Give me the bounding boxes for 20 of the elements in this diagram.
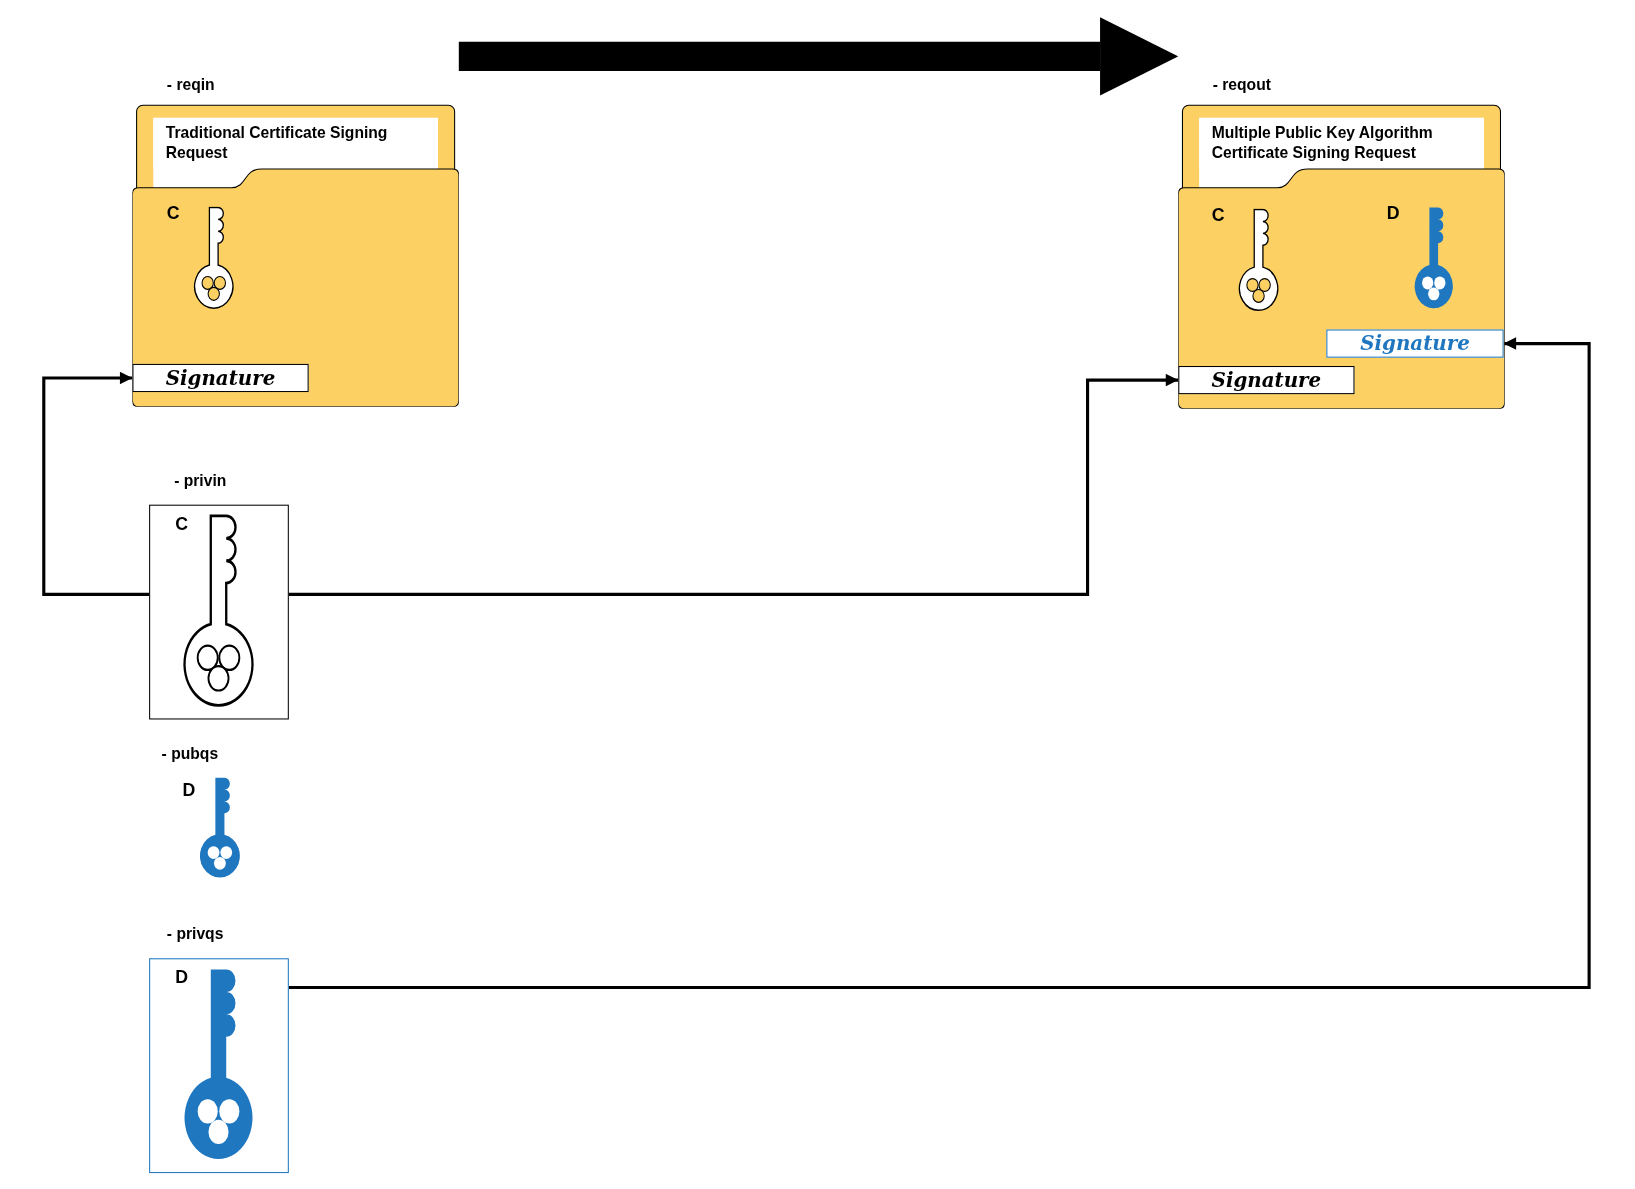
signature-stamp: Signature — [1178, 366, 1355, 395]
file-name-label: - reqout — [1212, 75, 1271, 93]
file-name-label: - privqs — [166, 924, 224, 943]
file-name-label: - privin — [174, 471, 227, 490]
key-letter: C — [1211, 205, 1225, 227]
key-letter: D — [182, 779, 196, 801]
signature-stamp: Signature — [132, 363, 309, 393]
signature-stamp: Signature — [1326, 329, 1504, 358]
connector-arrow — [288, 337, 1591, 990]
key-letter: C — [166, 203, 180, 225]
key-letter: D — [1386, 203, 1400, 225]
key-letter: D — [175, 967, 188, 989]
connector-arrow — [42, 371, 150, 596]
file-name-label: - reqin — [166, 75, 215, 93]
file-name-label: - pubqs — [161, 744, 219, 763]
key-letter: C — [175, 514, 188, 535]
document-title: Traditional Certificate Signing Request — [153, 117, 438, 168]
connector-arrow — [288, 373, 1179, 596]
document-title: Multiple Public Key Algorithm Certificate Signing Request — [1199, 117, 1484, 168]
block-arrow — [458, 17, 1179, 96]
